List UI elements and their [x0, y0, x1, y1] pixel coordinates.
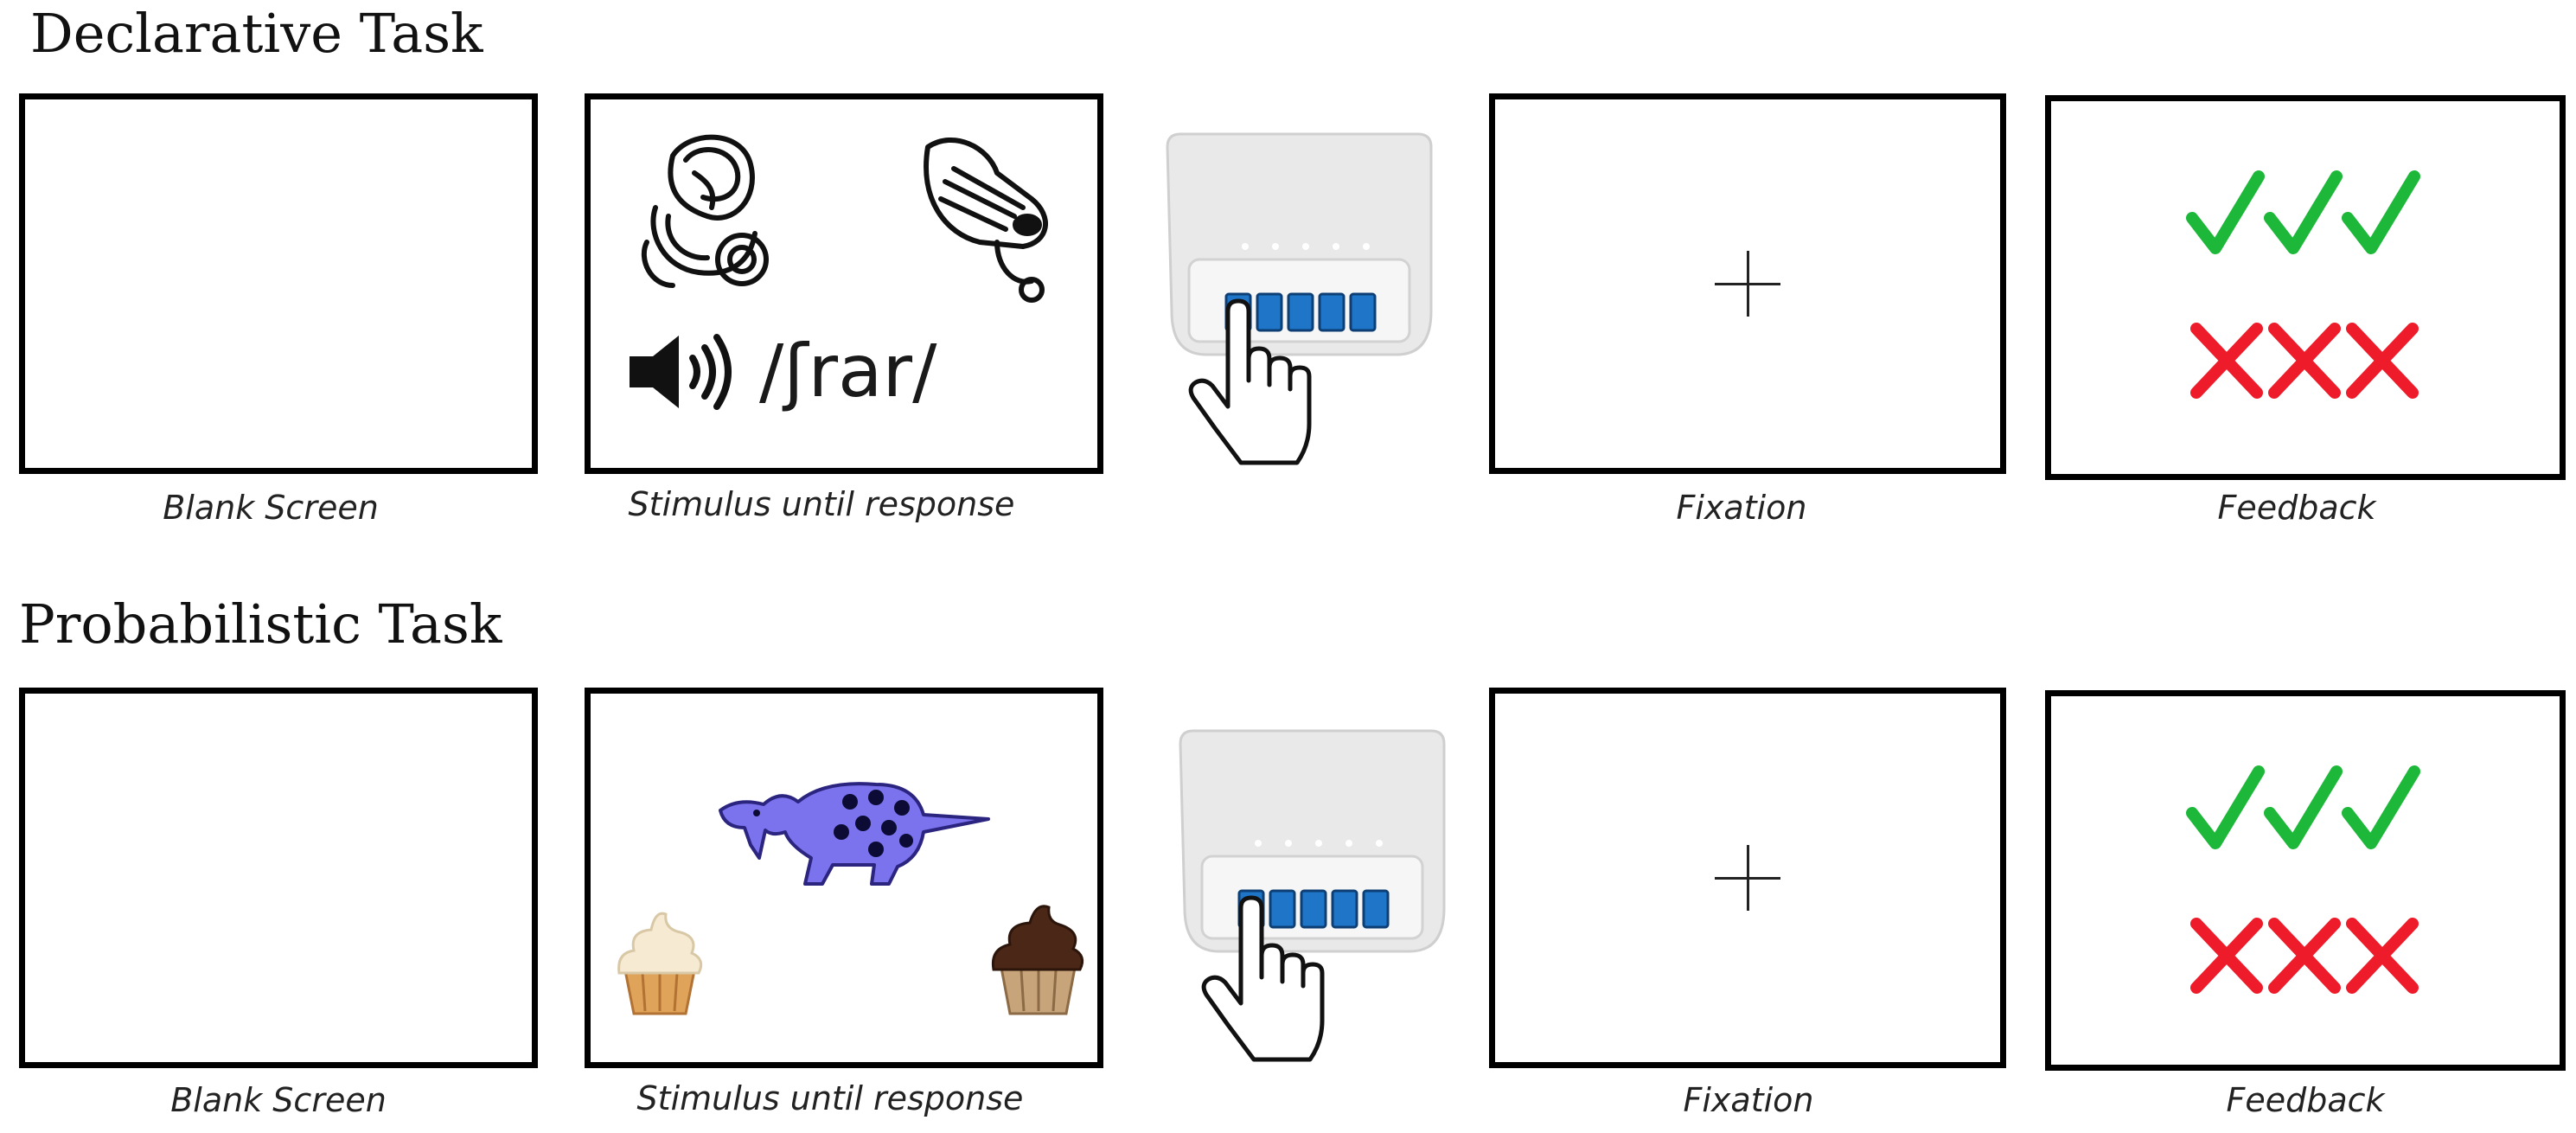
response-device [1166, 132, 1433, 465]
caption-stimulus: Stimulus until response [628, 485, 1015, 523]
fixation-screen [1489, 93, 2006, 474]
button-box-icon [1166, 132, 1433, 356]
chocolate-cupcake-icon [991, 905, 1084, 1015]
task-title: Probabilistic Task [19, 592, 502, 656]
pseudoword-label: /ʃrar/ [759, 329, 937, 413]
caption-feedback: Feedback [2217, 489, 2376, 527]
caption-fixation: Fixation [1683, 1081, 1814, 1119]
fixation-cross-icon [1715, 251, 1780, 317]
caption-blank-screen: Blank Screen [170, 1081, 387, 1119]
task-title: Declarative Task [30, 2, 483, 65]
checkmark-icon [2186, 170, 2420, 254]
pointing-hand-icon [1201, 895, 1325, 1062]
feedback-screen [2045, 690, 2566, 1071]
fixation-screen [1489, 688, 2006, 1068]
cross-mark-icon [2190, 918, 2419, 994]
feedback-screen [2045, 95, 2566, 480]
cross-mark-icon [2190, 323, 2419, 399]
blank-screen [19, 93, 538, 474]
checkmark-icon [2186, 765, 2420, 849]
caption-fixation: Fixation [1676, 489, 1807, 527]
speaker-icon [630, 334, 732, 410]
fixation-cross-icon [1715, 845, 1780, 911]
caption-feedback: Feedback [2226, 1081, 2385, 1119]
response-device [1179, 729, 1446, 1062]
blank-screen [19, 688, 538, 1068]
vanilla-cupcake-icon [617, 912, 703, 1015]
caption-blank-screen: Blank Screen [163, 489, 379, 527]
stimulus-screen [585, 688, 1103, 1068]
pointing-hand-icon [1188, 298, 1312, 465]
button-box-icon [1179, 729, 1446, 953]
novel-creature-icon [719, 782, 990, 886]
caption-stimulus: Stimulus until response [636, 1079, 1024, 1117]
novel-object-icon [641, 134, 769, 288]
novel-object-icon [924, 137, 1048, 303]
stimulus-screen: /ʃrar/ [585, 93, 1103, 474]
